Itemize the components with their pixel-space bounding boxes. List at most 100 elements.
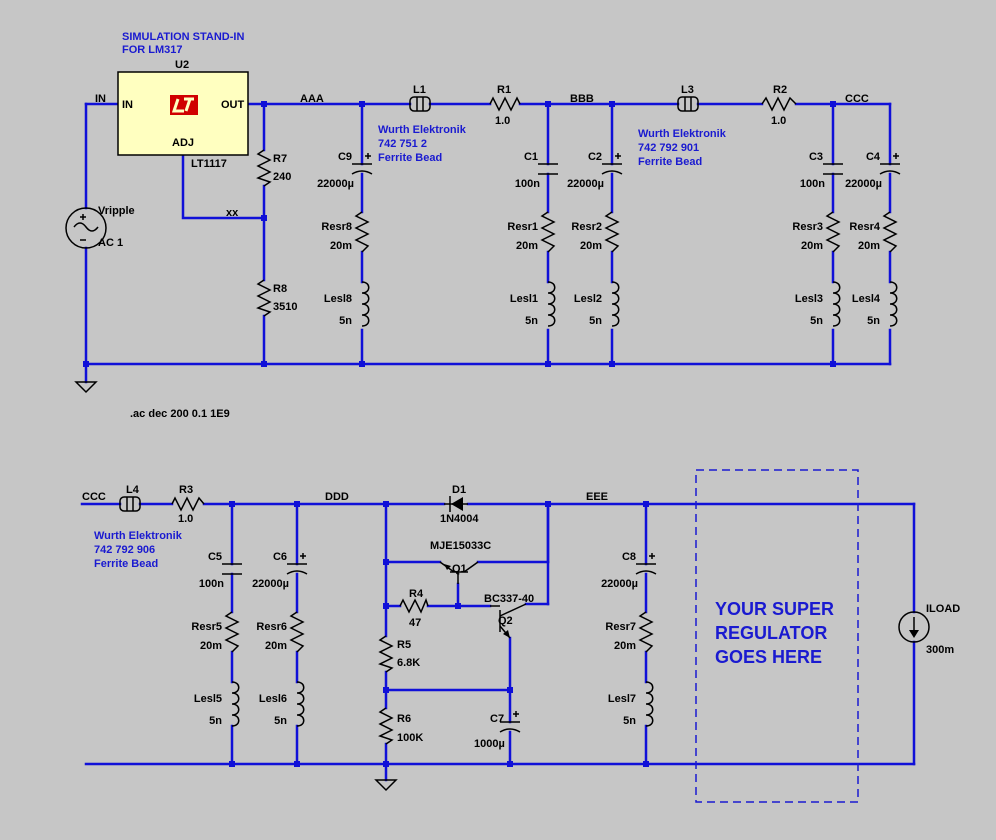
lesl1-inductor xyxy=(547,281,556,327)
c1-value: 100n xyxy=(515,178,540,190)
lesl1-ref: Lesl1 xyxy=(510,293,538,305)
c7-capacitor xyxy=(499,711,521,733)
c4-ref: C4 xyxy=(866,151,881,163)
c9-ref: C9 xyxy=(338,151,352,163)
r1-value: 1.0 xyxy=(495,115,510,127)
q1-transistor xyxy=(439,561,479,584)
r4-ref: R4 xyxy=(409,588,424,600)
resr3-value: 20m xyxy=(801,240,823,252)
r2-ref: R2 xyxy=(773,84,787,96)
resr5-ref: Resr5 xyxy=(191,621,222,633)
l3-ref: L3 xyxy=(681,84,694,96)
lesl8-inductor xyxy=(361,281,370,327)
net-xx-label: xx xyxy=(226,207,239,219)
resr8-value: 20m xyxy=(330,240,352,252)
l1-ferrite-bead xyxy=(409,96,431,112)
c3-value: 100n xyxy=(800,178,825,190)
l4-ref: L4 xyxy=(126,484,140,496)
r8-resistor xyxy=(256,279,272,317)
c7-value: 1000µ xyxy=(474,738,505,750)
r3-resistor xyxy=(171,496,205,512)
r5-value: 6.8K xyxy=(397,657,420,669)
wurth2-note-line2: 742 792 901 xyxy=(638,142,699,154)
resr1-value: 20m xyxy=(516,240,538,252)
iload-ref: ILOAD xyxy=(926,603,960,615)
r6-value: 100K xyxy=(397,732,423,744)
c9-value: 22000µ xyxy=(317,178,354,190)
q2-transistor xyxy=(490,603,527,639)
r6-resistor xyxy=(378,707,394,745)
lesl4-inductor xyxy=(889,281,898,327)
vripple-source xyxy=(65,207,107,249)
wurth3-note-line1: Wurth Elektronik xyxy=(94,530,183,542)
c8-polarity-mark xyxy=(649,553,655,559)
c9-capacitor-plate xyxy=(351,170,373,175)
r8-value: 3510 xyxy=(273,301,297,313)
vripple-value: AC 1 xyxy=(98,237,123,249)
ground-symbol-top xyxy=(74,381,98,394)
u2-pin-in: IN xyxy=(122,99,133,111)
c2-polarity-mark xyxy=(615,153,621,159)
c5-value: 100n xyxy=(199,578,224,590)
r4-value: 47 xyxy=(409,617,421,629)
spice-directive: .ac dec 200 0.1 1E9 xyxy=(130,408,230,420)
c4-polarity-mark xyxy=(893,153,899,159)
net-aaa-label: AAA xyxy=(300,93,324,105)
resr4-ref: Resr4 xyxy=(849,221,880,233)
lesl3-value: 5n xyxy=(810,315,823,327)
net-eee-label: EEE xyxy=(586,491,608,503)
lesl5-inductor xyxy=(231,681,240,727)
c4-value: 22000µ xyxy=(845,178,882,190)
top-wires xyxy=(84,102,892,384)
d1-ref: D1 xyxy=(452,484,466,496)
r3-value: 1.0 xyxy=(178,513,193,525)
vripple-ref: Vripple xyxy=(98,205,135,217)
d1-diode xyxy=(444,496,468,512)
lesl6-ref: Lesl6 xyxy=(259,693,287,705)
resr3-ref: Resr3 xyxy=(792,221,823,233)
q2-ref: Q2 xyxy=(498,615,513,627)
r2-value: 1.0 xyxy=(771,115,786,127)
lesl4-ref: Lesl4 xyxy=(852,293,881,305)
wurth2-note-line1: Wurth Elektronik xyxy=(638,128,727,140)
lesl3-ref: Lesl3 xyxy=(795,293,823,305)
resr6-resistor xyxy=(289,611,305,653)
net-ddd-label: DDD xyxy=(325,491,349,503)
r7-ref: R7 xyxy=(273,153,287,165)
resr5-value: 20m xyxy=(200,640,222,652)
u2-model: LT1117 xyxy=(191,158,227,170)
super-regulator-box xyxy=(695,469,859,803)
c6-ref: C6 xyxy=(273,551,287,563)
l4-ferrite-bead xyxy=(119,496,141,512)
wurth1-note-line1: Wurth Elektronik xyxy=(378,124,467,136)
l1-ref: L1 xyxy=(413,84,426,96)
c6-capacitor-plate xyxy=(286,570,308,575)
wurth3-note-line3: Ferrite Bead xyxy=(94,558,158,570)
net-bbb-label: BBB xyxy=(570,93,594,105)
resr1-resistor xyxy=(540,211,556,253)
junction-dots xyxy=(83,101,836,767)
r8-ref: R8 xyxy=(273,283,287,295)
resr2-ref: Resr2 xyxy=(571,221,602,233)
u2-pin-out: OUT xyxy=(221,99,245,111)
c5-ref: C5 xyxy=(208,551,222,563)
r2-resistor xyxy=(761,96,797,112)
q1-value: MJE15033C xyxy=(430,540,491,552)
lesl5-value: 5n xyxy=(209,715,222,727)
wurth2-note-line3: Ferrite Bead xyxy=(638,156,702,168)
lesl1-value: 5n xyxy=(525,315,538,327)
bottom-wires xyxy=(80,502,916,782)
d1-value: 1N4004 xyxy=(440,513,479,525)
c2-capacitor-plate xyxy=(601,170,623,175)
net-in-label: IN xyxy=(95,93,106,105)
r3-ref: R3 xyxy=(179,484,193,496)
r7-resistor xyxy=(256,149,272,187)
lesl7-inductor xyxy=(645,681,654,727)
lesl8-ref: Lesl8 xyxy=(324,293,352,305)
super-note-line1: YOUR SUPER xyxy=(715,599,834,619)
super-note-line3: GOES HERE xyxy=(715,647,822,667)
lesl2-ref: Lesl2 xyxy=(574,293,602,305)
c8-ref: C8 xyxy=(622,551,636,563)
